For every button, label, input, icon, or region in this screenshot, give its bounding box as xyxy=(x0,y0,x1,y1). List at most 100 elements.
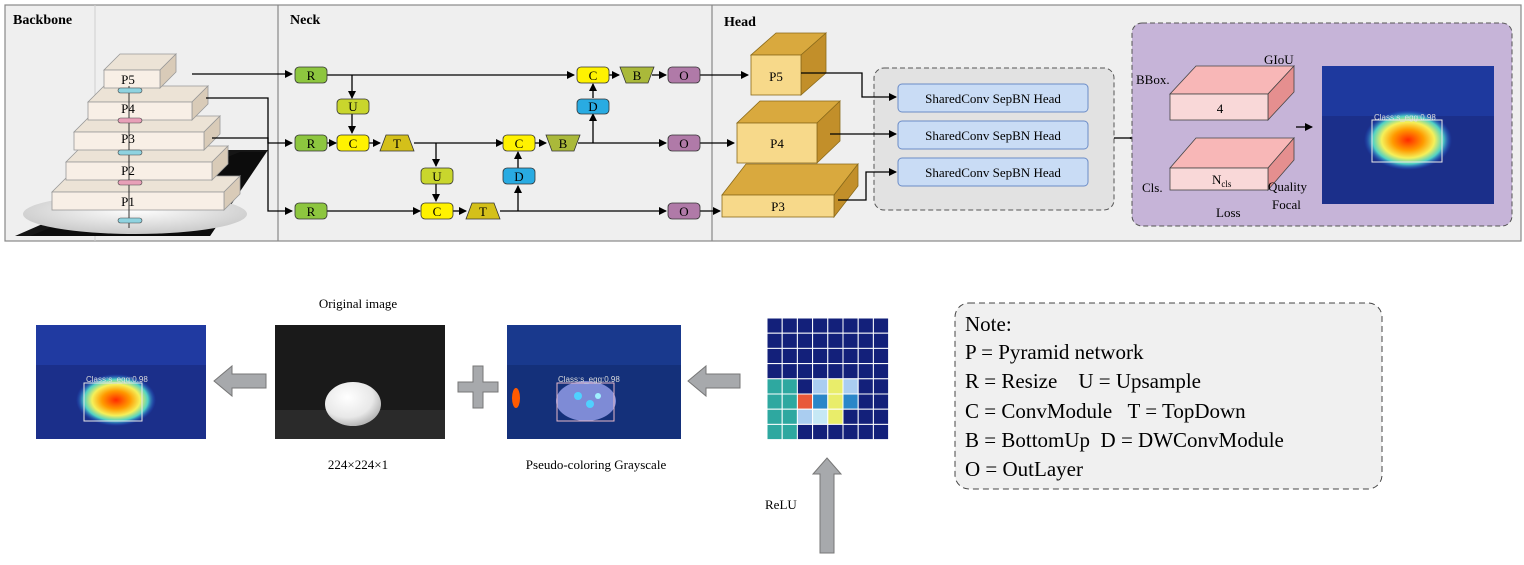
output-heatmap-image xyxy=(36,325,206,439)
grid-cell xyxy=(857,317,874,334)
grid-cell xyxy=(796,423,814,441)
grid-cell xyxy=(872,347,890,365)
arrow-left-2 xyxy=(687,364,741,398)
grid-cell xyxy=(796,317,814,334)
grid-cell xyxy=(857,332,874,349)
head-label-p4: P4 xyxy=(770,136,784,151)
resize-node-2 xyxy=(294,134,328,152)
grid-cell xyxy=(872,423,890,441)
grid-cell xyxy=(872,332,890,349)
arrow-up xyxy=(811,457,843,554)
head-label-p3: P3 xyxy=(771,199,785,214)
grid-cell xyxy=(766,363,783,380)
head-blocks xyxy=(721,32,859,219)
upsample-label-2: U xyxy=(432,169,442,184)
shared-head-label-1: SharedConv SepBN Head xyxy=(925,91,1061,106)
note-line-2: R = Resize U = Upsample xyxy=(965,369,1201,393)
grid-cell xyxy=(872,408,890,425)
grid-cell xyxy=(812,378,829,395)
grid-cell xyxy=(827,332,844,349)
bottomup-label-1: B xyxy=(559,136,568,151)
loss-detection-label: Class:s_egg:0.98 xyxy=(1374,113,1436,122)
grid-cell xyxy=(796,408,814,425)
grid-cell xyxy=(781,363,798,380)
resize-label-3: R xyxy=(307,204,316,219)
topdown-label-2: T xyxy=(479,204,487,219)
dwconv-label-2: D xyxy=(588,99,597,114)
grid-cell xyxy=(766,332,783,349)
note-box xyxy=(954,302,1383,490)
grid-cell xyxy=(812,332,829,349)
grid-cell xyxy=(812,363,829,380)
conv-label-1: C xyxy=(349,136,358,151)
conv-node-1 xyxy=(336,134,370,152)
grid-cell xyxy=(842,332,859,349)
resize-node-3 xyxy=(294,202,328,220)
head-title: Head xyxy=(724,15,756,30)
grid-cell xyxy=(842,408,859,425)
outlayer-node-2 xyxy=(667,134,701,152)
grid-cell xyxy=(796,332,814,349)
grid-cell xyxy=(766,317,783,334)
outlayer-node-1 xyxy=(667,66,701,84)
dwconv-node-2 xyxy=(576,98,610,115)
pseudo-detection-label: Class:s_egg:0.98 xyxy=(558,375,620,384)
grid-cell xyxy=(827,423,844,441)
grid-cell xyxy=(857,363,874,380)
backbone-label-p2: P2 xyxy=(121,163,135,178)
neck-nodes: R R R U U C C C C T T D D B B xyxy=(294,66,701,220)
conv-node-2 xyxy=(420,202,454,220)
grid-cell xyxy=(857,408,874,425)
topdown-node-2 xyxy=(465,202,501,220)
neck-connections xyxy=(327,71,749,215)
grid-cell xyxy=(766,393,783,410)
grid-cell xyxy=(781,347,798,365)
outlayer-label-1: O xyxy=(679,68,688,83)
grid-cell xyxy=(857,393,874,410)
dwconv-label-1: D xyxy=(514,169,523,184)
grid-cell xyxy=(781,332,798,349)
resize-node-1 xyxy=(294,66,328,84)
backbone-label-p4: P4 xyxy=(121,101,135,116)
resize-label-2: R xyxy=(307,136,316,151)
grid-cell xyxy=(827,378,844,395)
shared-head-box-3 xyxy=(897,157,1089,187)
grid-cell xyxy=(812,347,829,365)
grid-cell xyxy=(812,423,829,441)
grid-cell xyxy=(827,363,844,380)
grid-cell xyxy=(872,393,890,410)
bottomup-label-2: B xyxy=(633,68,642,83)
grid-cell xyxy=(781,423,798,441)
backbone-pyramid xyxy=(51,53,241,228)
bbox-dim-label: 4 xyxy=(1217,101,1224,116)
focal-label: Focal xyxy=(1272,197,1301,212)
grid-cell xyxy=(812,393,829,410)
loss-heatmap-image xyxy=(1322,66,1494,204)
loss-label: Loss xyxy=(1216,205,1241,220)
conv-label-2: C xyxy=(433,204,442,219)
grid-cell xyxy=(766,408,783,425)
grid-cell xyxy=(766,378,783,395)
backbone-connections xyxy=(192,70,293,215)
giou-label: GIoU xyxy=(1264,52,1294,67)
note-line-3: C = ConvModule T = TopDown xyxy=(965,399,1246,423)
feature-grid xyxy=(766,317,890,441)
topdown-label-1: T xyxy=(393,136,401,151)
note-line-4: B = BottomUp D = DWConvModule xyxy=(965,428,1284,452)
note-title: Note: xyxy=(965,312,1012,336)
grid-cell xyxy=(842,363,859,380)
arrow-left-1 xyxy=(213,364,267,398)
grid-cell xyxy=(781,408,798,425)
original-caption: 224×224×1 xyxy=(328,457,388,472)
shared-head-label-3: SharedConv SepBN Head xyxy=(925,165,1061,180)
conv-label-4: C xyxy=(589,68,598,83)
grid-cell xyxy=(842,347,859,365)
backbone-title: Backbone xyxy=(13,13,72,28)
dwconv-node-1 xyxy=(502,167,536,185)
head-label-p5: P5 xyxy=(769,69,783,84)
shared-head-box-2 xyxy=(897,120,1089,150)
original-title: Original image xyxy=(319,296,398,311)
grid-cell xyxy=(766,423,783,441)
grid-cell xyxy=(857,347,874,365)
